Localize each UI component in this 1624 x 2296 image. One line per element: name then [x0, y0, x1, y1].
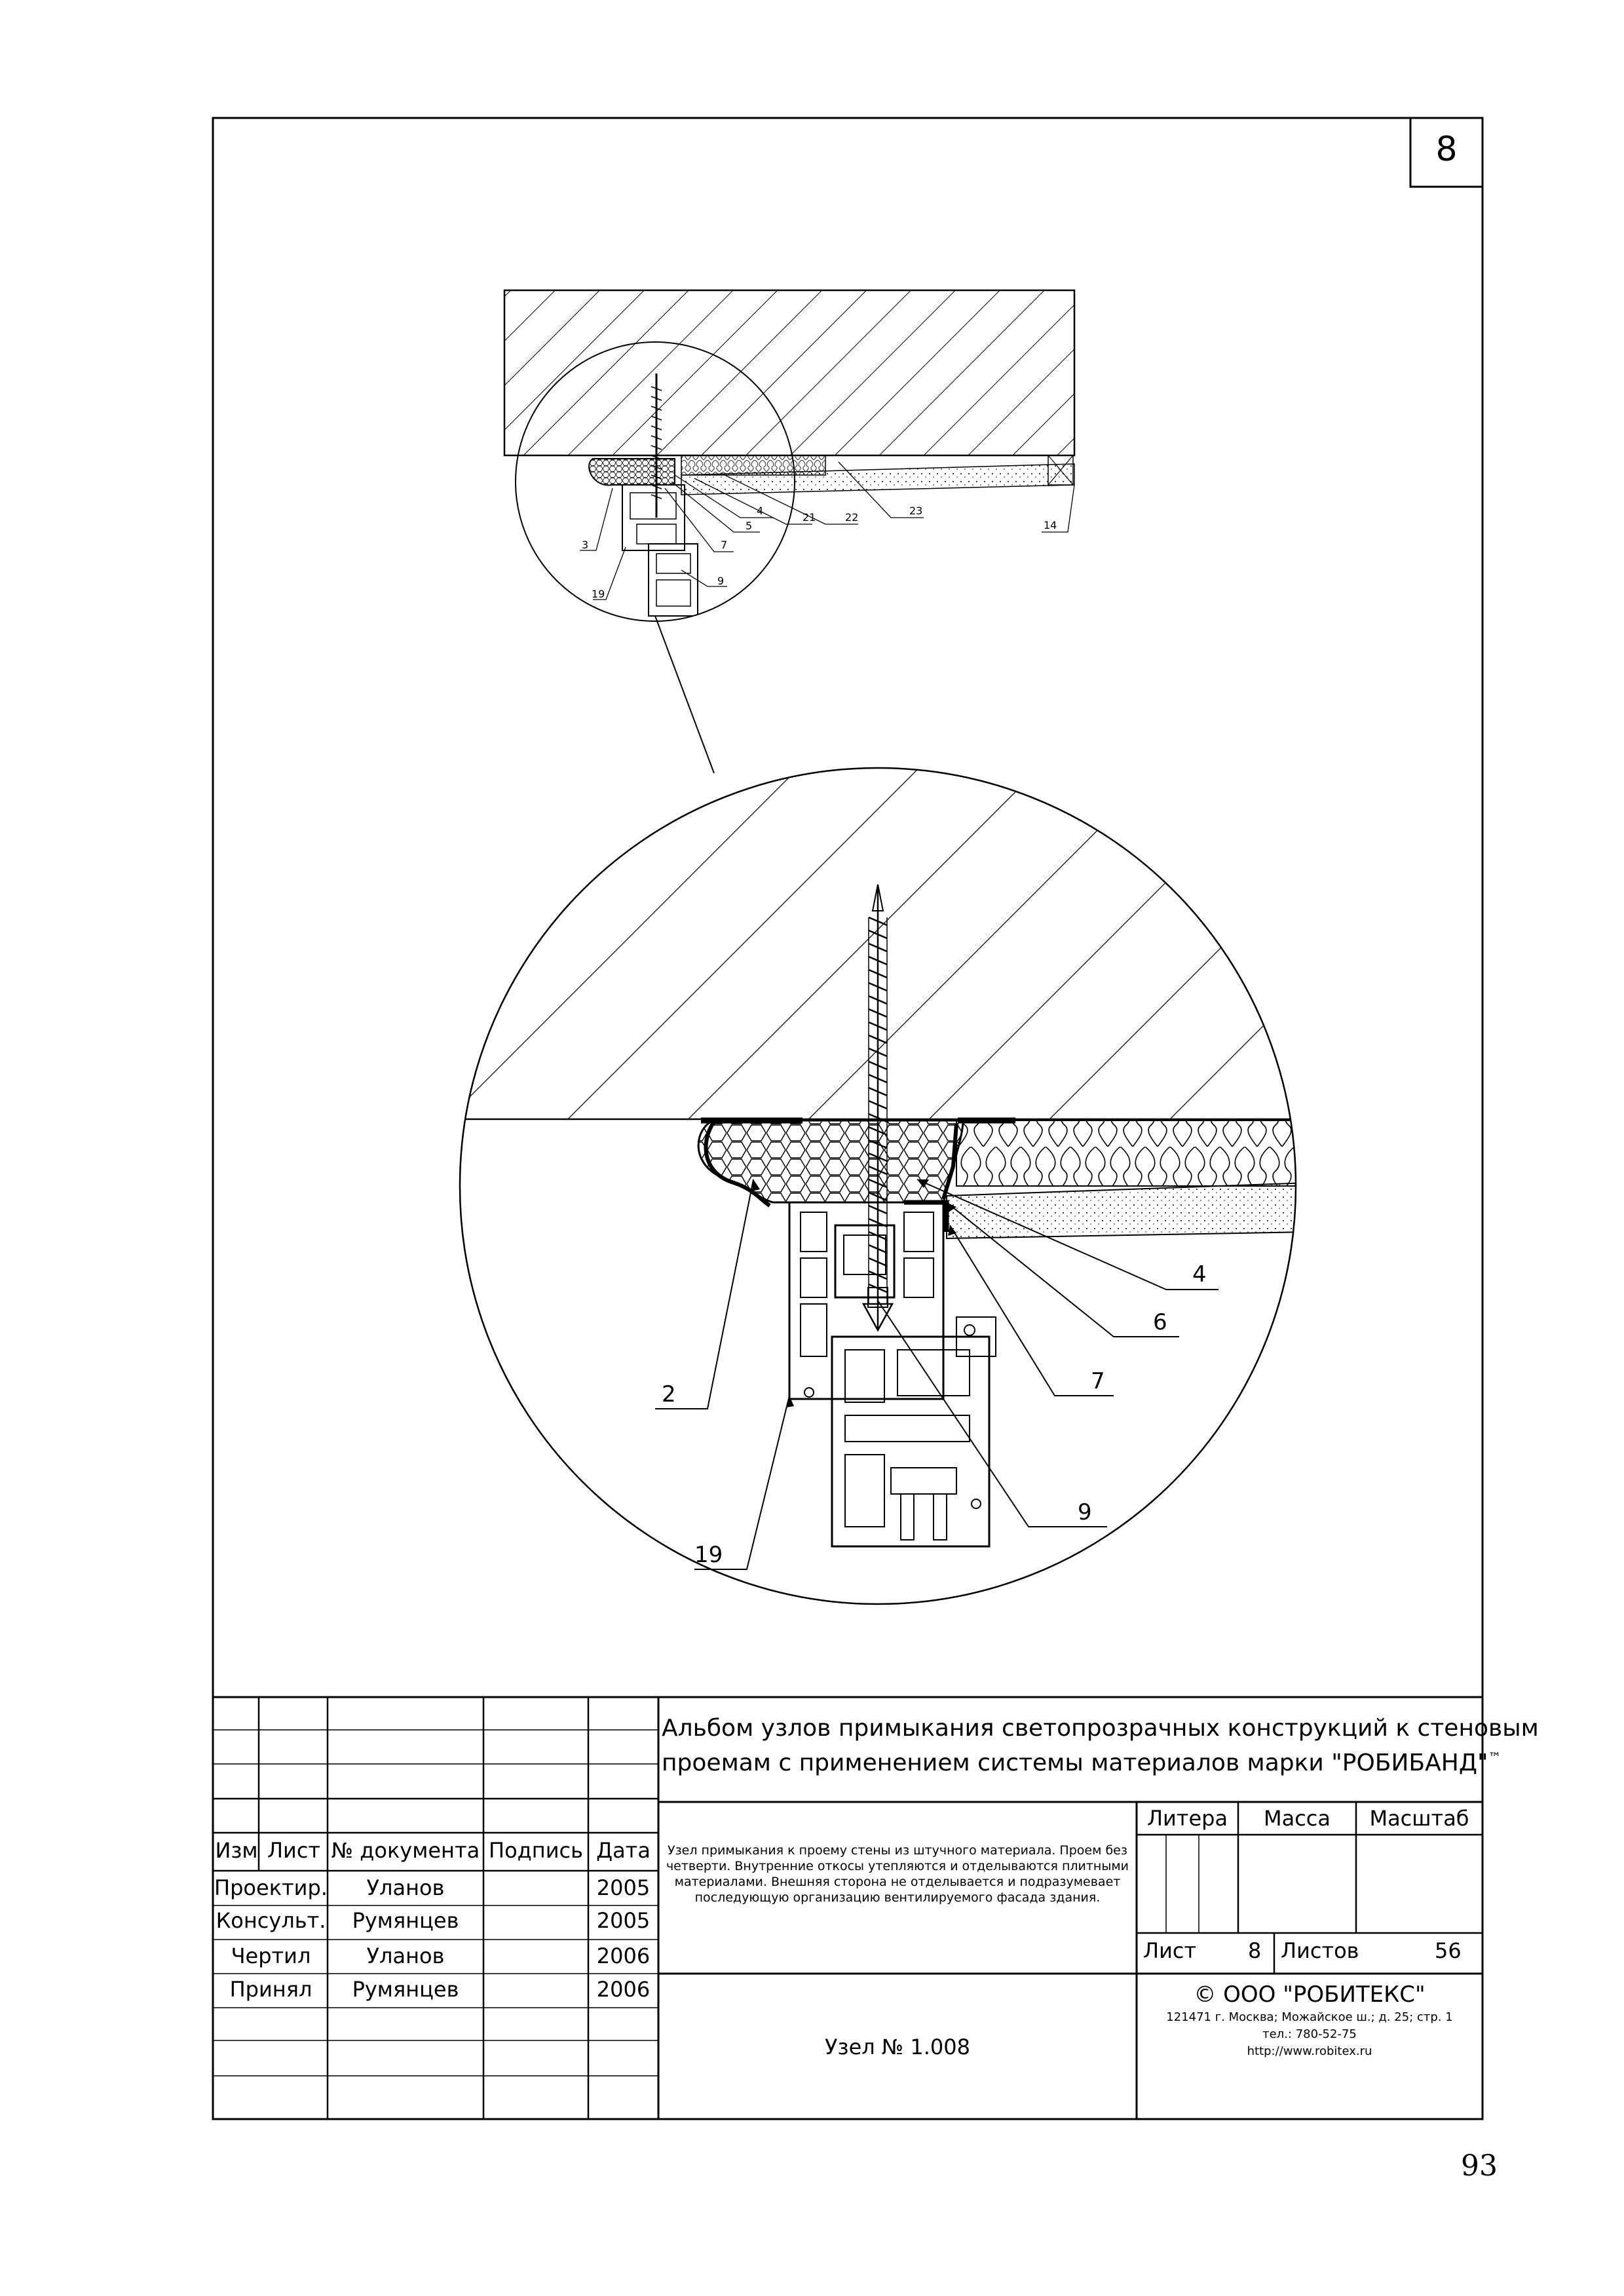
callout-label: 3: [582, 539, 589, 551]
row-name: Уланов: [366, 1943, 445, 1968]
album-title-line-1: Альбом узлов примыкания светопрозрачных …: [662, 1715, 1539, 1742]
callout-label: 14: [1044, 519, 1057, 531]
callout-label: 5: [746, 520, 753, 532]
header-list: Лист: [267, 1838, 321, 1863]
callout-label: 6: [1153, 1309, 1167, 1335]
trademark-sign: ™: [1488, 1750, 1501, 1765]
row-date: 2005: [596, 1875, 651, 1900]
row-role: Чертил: [231, 1943, 311, 1968]
company-address: 121471 г. Москва; Можайское ш.; д. 25; с…: [1166, 2010, 1453, 2024]
sheet-number-box: [1409, 117, 1484, 188]
description-line: четверти. Внутренние откосы утепляются и…: [666, 1859, 1129, 1873]
callout-label: 23: [909, 505, 923, 517]
node-number: Узел № 1.008: [825, 2035, 970, 2059]
row-date: 2006: [596, 1943, 651, 1968]
overview-window-frame: [588, 458, 698, 617]
header-sign: Подпись: [489, 1838, 583, 1863]
row-date: 2006: [596, 1977, 651, 2002]
callout-label: 4: [1192, 1261, 1207, 1288]
sheets-label: Листов: [1281, 1938, 1359, 1963]
header-doc: № документа: [331, 1838, 480, 1863]
detail-connector-line: [654, 615, 715, 774]
company-phone: тел.: 780-52-75: [1262, 2027, 1357, 2041]
row-date: 2005: [596, 1908, 651, 1933]
company-info: © ООО "РОБИТЕКС" 121471 г. Москва; Можай…: [1137, 1980, 1482, 2060]
company-url: http://www.robitex.ru: [1247, 2044, 1372, 2058]
detail-leaders: [655, 1179, 1218, 1570]
callout-label: 4: [757, 505, 764, 517]
masshtab-label: Масштаб: [1369, 1806, 1469, 1831]
description-line: последующую организацию вентилируемого ф…: [694, 1890, 1101, 1905]
description-line: Узел примыкания к проему стены из штучно…: [668, 1843, 1127, 1858]
callout-label: 7: [1091, 1368, 1105, 1394]
litera-label: Литера: [1146, 1806, 1228, 1831]
callout-label: 19: [592, 588, 605, 600]
description-line: материалами. Внешняя сторона не отделыва…: [674, 1875, 1121, 1889]
sheets-value: 56: [1435, 1938, 1462, 1963]
header-izm: Изм: [215, 1838, 258, 1863]
callout-label: 22: [845, 511, 859, 524]
row-name: Румянцев: [352, 1977, 459, 2002]
callout-label: 21: [803, 511, 816, 524]
overview-detail-circle: [515, 341, 795, 622]
header-date: Дата: [596, 1838, 651, 1863]
company-name: © ООО "РОБИТЕКС": [1194, 1981, 1426, 2008]
callout-label: 2: [662, 1381, 676, 1407]
row-role: Принял: [229, 1977, 312, 2002]
massa-label: Масса: [1263, 1806, 1331, 1831]
drawing-frame: [212, 117, 1484, 2120]
overview-screw: [651, 373, 662, 518]
detail-arrowheads: [752, 1179, 956, 1407]
overview-wall-section: [503, 289, 1076, 495]
row-name: Румянцев: [352, 1908, 459, 1933]
sheet-number: 8: [1435, 130, 1458, 169]
album-title-line-2: проемам с применением системы материалов…: [662, 1750, 1501, 1776]
row-role: Консульт.: [216, 1908, 326, 1933]
sheet-label: Лист: [1143, 1938, 1197, 1963]
detail-circle: [459, 767, 1297, 1605]
overview-leaders: [580, 461, 1075, 600]
callout-label: 7: [721, 539, 728, 551]
node-description: Узел примыкания к проему стены из штучно…: [662, 1843, 1133, 1905]
row-name: Уланов: [366, 1875, 445, 1900]
page-number: 93: [1461, 2149, 1498, 2183]
sheet-value: 8: [1248, 1938, 1262, 1963]
callout-label: 19: [694, 1542, 723, 1568]
callout-label: 9: [1078, 1499, 1092, 1525]
album-title: Альбом узлов примыкания светопрозрачных …: [662, 1714, 1539, 1778]
row-role: Проектир.: [214, 1875, 328, 1900]
callout-label: 9: [717, 575, 725, 587]
